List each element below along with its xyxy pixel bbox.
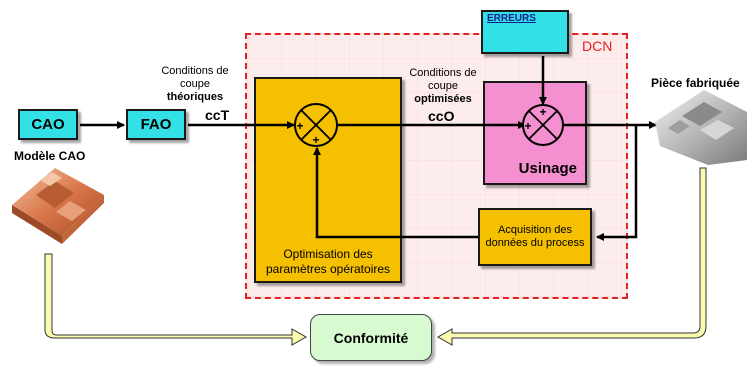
- fao-block[interactable]: FAO: [126, 109, 186, 140]
- cao-model-icon: [12, 168, 104, 244]
- acquisition-label: Acquisition des données du process: [485, 224, 585, 249]
- cond-theoriques-label: Conditions de coupe théoriques: [161, 65, 229, 103]
- conformite-block[interactable]: Conformité: [310, 314, 432, 361]
- modele-cao-label: Modèle CAO: [14, 149, 86, 163]
- erreurs-block[interactable]: ERREURS: [481, 10, 569, 54]
- cct-label: ccT: [205, 107, 230, 123]
- conformite-label: Conformité: [333, 329, 409, 346]
- dcn-label: DCN: [582, 38, 613, 54]
- fao-label: FAO: [140, 116, 172, 133]
- piece-fabriquee-label: Pièce fabriquée: [651, 76, 740, 90]
- usinage-block[interactable]: Usinage: [483, 81, 587, 185]
- optimisation-label: Optimisation des paramètres opératoires: [265, 247, 391, 276]
- cond-optimisees-label: Conditions de coupe optimisées: [409, 67, 477, 105]
- cco-label: ccO: [428, 108, 455, 124]
- optimisation-block[interactable]: Optimisation des paramètres opératoires: [254, 77, 402, 283]
- acquisition-block[interactable]: Acquisition des données du process: [478, 208, 592, 266]
- cao-block[interactable]: CAO: [18, 109, 78, 140]
- usinage-label: Usinage: [518, 160, 577, 177]
- erreurs-label: ERREURS: [487, 13, 536, 24]
- cao-label: CAO: [31, 116, 65, 133]
- piece-fabriquee-icon: [655, 90, 747, 165]
